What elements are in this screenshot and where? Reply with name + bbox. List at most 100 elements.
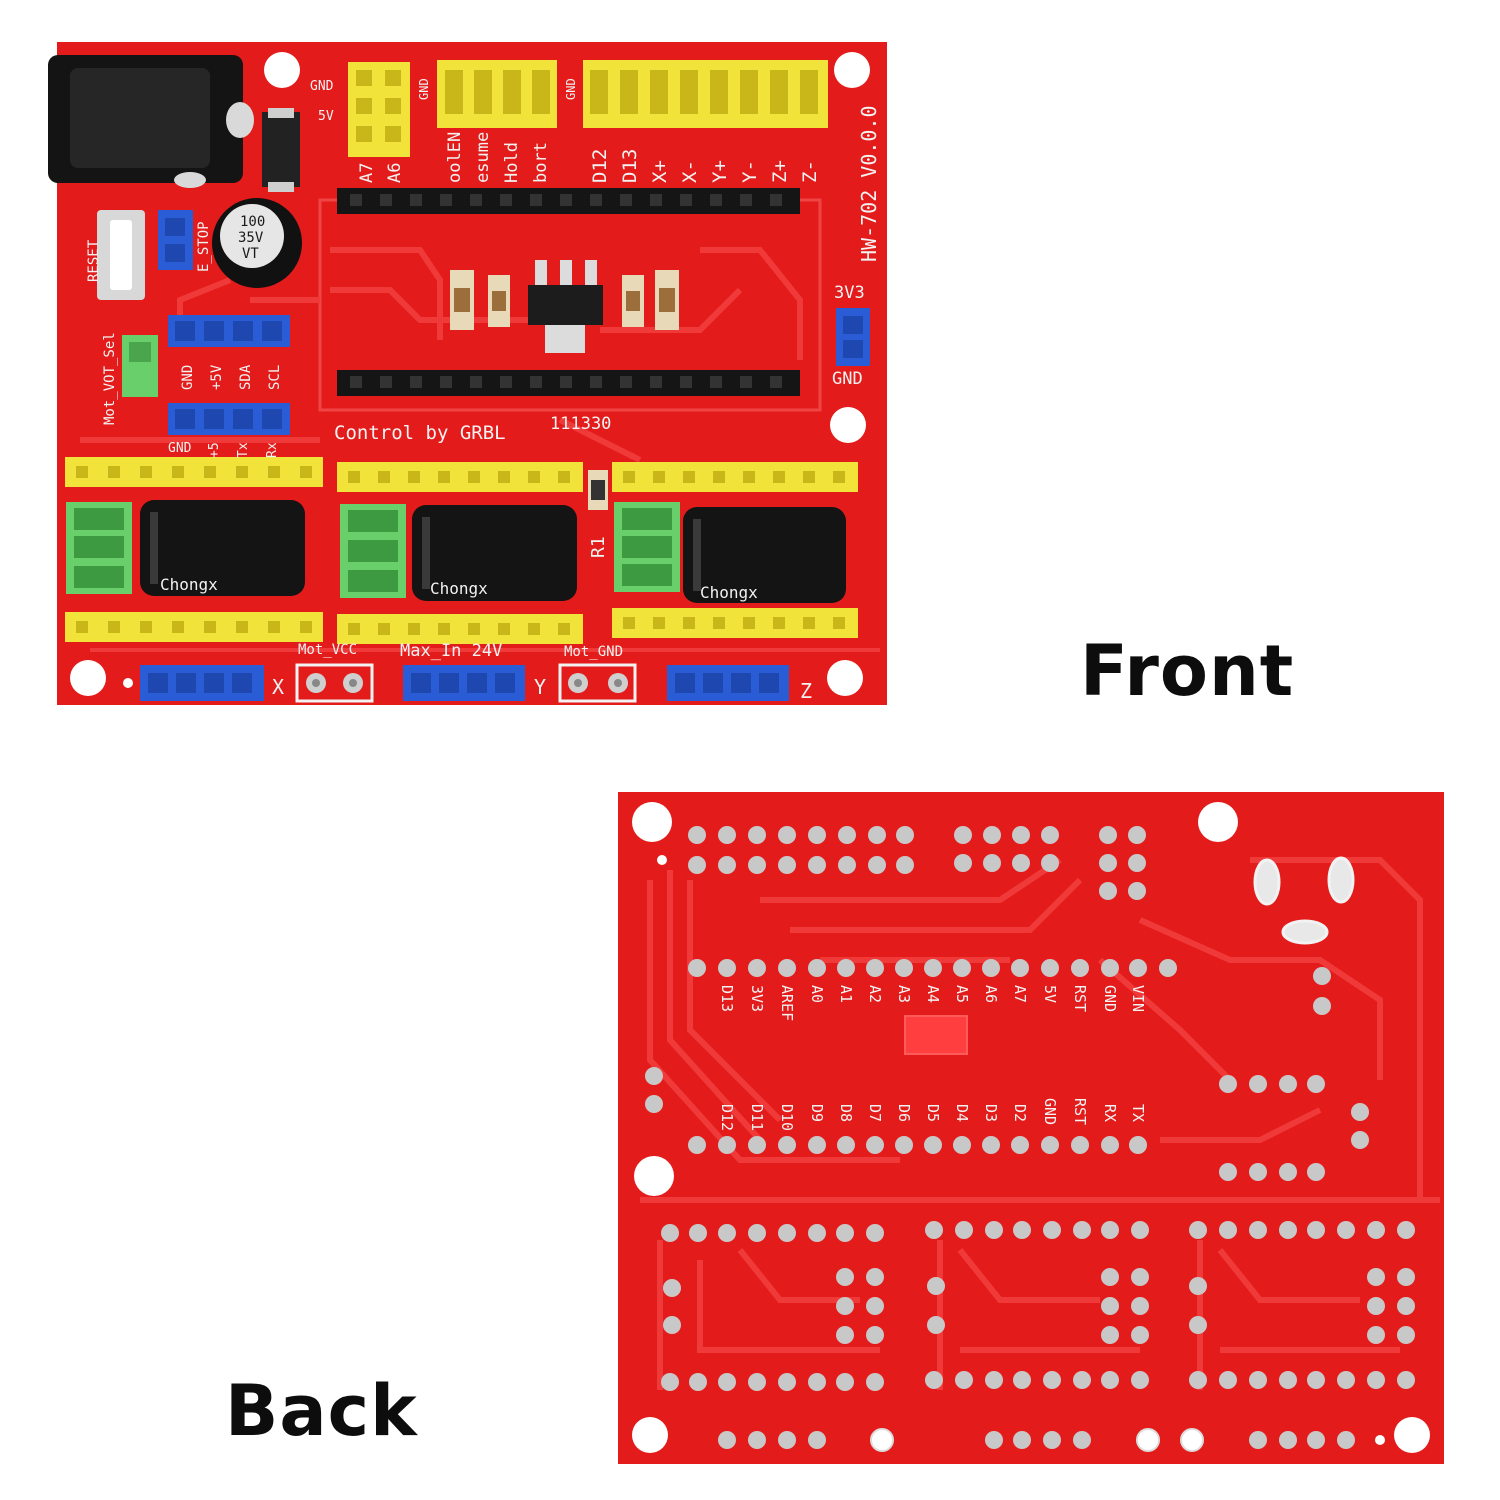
svg-text:3V3: 3V3: [748, 985, 766, 1012]
silk-3v3: 3V3: [834, 283, 865, 303]
svg-text:GND: GND: [1041, 1098, 1059, 1125]
back-traces: [640, 857, 1440, 1390]
silk-gnd-3: GND: [564, 78, 578, 100]
back-terminal-pads: [870, 1428, 1204, 1452]
front-mounting-holes: [70, 52, 870, 696]
silk-mot-sel: Mot_VOT_Sel: [102, 332, 118, 425]
svg-text:D12: D12: [589, 149, 611, 183]
svg-text:D12: D12: [718, 1104, 736, 1131]
svg-text:bort: bort: [531, 142, 551, 183]
svg-text:VIN: VIN: [1129, 985, 1147, 1012]
board-model: HW-702 V0.0.0: [857, 105, 881, 262]
svg-text:D3: D3: [982, 1104, 1000, 1122]
svg-text:GND: GND: [168, 441, 192, 456]
silk-r1: R1: [588, 536, 609, 558]
svg-text:Hold: Hold: [502, 142, 522, 183]
cap-brand-z: Chongx: [700, 583, 758, 602]
svg-text:D11: D11: [748, 1104, 766, 1131]
silk-axis-z: Z: [800, 679, 812, 703]
svg-text:GND: GND: [180, 365, 196, 390]
smd-capacitors: [450, 270, 679, 330]
silk-gnd-1: GND: [310, 79, 334, 94]
front-view-label: Front: [1080, 630, 1295, 712]
svg-text:D6: D6: [895, 1104, 913, 1122]
voltage-regulator: [528, 285, 603, 325]
svg-text:Tx: Tx: [236, 442, 251, 458]
power-terminals: [295, 663, 637, 703]
bulk-capacitors: [140, 500, 846, 603]
svg-text:AREF: AREF: [778, 985, 796, 1021]
svg-text:D5: D5: [924, 1104, 942, 1122]
driver-socket-pins: [76, 466, 845, 635]
svg-text:D8: D8: [837, 1104, 855, 1122]
back-smd-pad: [904, 1015, 968, 1055]
svg-text:+5V: +5V: [209, 364, 225, 390]
svg-text:+5: +5: [207, 442, 222, 458]
svg-text:A5: A5: [953, 985, 971, 1003]
back-bottom-row-labels: D12 D11 D10 D9 D8 D7 D6 D5 D4 D3 D2 GND …: [718, 1098, 1147, 1131]
back-mounting-holes: [632, 802, 1430, 1453]
svg-text:5V: 5V: [1041, 985, 1059, 1003]
i2c-labels: GND +5V SDA SCL: [180, 364, 283, 390]
svg-text:A7: A7: [1011, 985, 1029, 1003]
silk-axis-y: Y: [534, 675, 546, 699]
diode: [262, 112, 300, 187]
silk-control-by: Control by GRBL: [334, 422, 506, 444]
top-pin-labels: A7 A6 oolEN esume Hold bort D12 D13 X+ X…: [357, 132, 821, 183]
svg-text:Z-: Z-: [799, 160, 821, 183]
cap-series-label: VT: [242, 246, 259, 262]
cap-brand-x: Chongx: [160, 575, 218, 594]
header-axis-limits: [583, 60, 828, 128]
silk-axis-x: X: [272, 675, 284, 699]
solder-pads: [645, 826, 1415, 1449]
svg-text:Y-: Y-: [739, 160, 761, 183]
cap-value-label: 100: [240, 214, 265, 230]
silk-5v: 5V: [318, 109, 334, 124]
svg-text:A3: A3: [895, 985, 913, 1003]
svg-text:GND: GND: [1101, 985, 1119, 1012]
svg-text:oolEN: oolEN: [445, 132, 465, 183]
svg-text:SCL: SCL: [267, 365, 283, 390]
silk-gnd-2: GND: [417, 78, 431, 100]
svg-text:esume: esume: [473, 132, 493, 183]
cap-voltage-label: 35V: [238, 230, 264, 246]
svg-text:TX: TX: [1129, 1104, 1147, 1122]
svg-text:A2: A2: [866, 985, 884, 1003]
uart-labels: GND +5 Tx Rx: [168, 441, 280, 458]
svg-text:D2: D2: [1011, 1104, 1029, 1122]
svg-text:X+: X+: [649, 160, 671, 183]
svg-text:A4: A4: [924, 985, 942, 1003]
svg-text:Y+: Y+: [709, 160, 731, 183]
silk-reset: RESET: [86, 239, 102, 282]
svg-text:A7: A7: [357, 163, 377, 183]
silk-mot-vcc: Mot_VCC: [298, 642, 357, 658]
svg-text:RST: RST: [1071, 1098, 1089, 1125]
svg-text:A0: A0: [808, 985, 826, 1003]
dc-jack-slots: [1253, 856, 1355, 945]
back-view-label: Back: [225, 1370, 418, 1452]
silk-code: 111330: [550, 414, 611, 434]
svg-text:RX: RX: [1101, 1104, 1119, 1122]
svg-text:D7: D7: [866, 1104, 884, 1122]
silk-mot-gnd: Mot_GND: [564, 644, 623, 660]
svg-text:A6: A6: [982, 985, 1000, 1003]
svg-text:A6: A6: [385, 163, 405, 183]
svg-text:A1: A1: [837, 985, 855, 1003]
back-top-row-labels: D13 3V3 AREF A0 A1 A2 A3 A4 A5 A6 A7 5V …: [718, 985, 1147, 1021]
svg-text:RST: RST: [1071, 985, 1089, 1012]
svg-text:D13: D13: [718, 985, 736, 1012]
silk-gnd-4: GND: [832, 369, 863, 389]
svg-text:X-: X-: [679, 160, 701, 183]
back-board: D13 3V3 AREF A0 A1 A2 A3 A4 A5 A6 A7 5V …: [618, 792, 1444, 1464]
silk-estop: E_STOP: [196, 221, 212, 272]
cap-brand-y: Chongx: [430, 579, 488, 598]
svg-text:Rx: Rx: [265, 442, 280, 458]
back-pcb: [618, 792, 1444, 1464]
silk-max-in: Max_In 24V: [400, 641, 502, 661]
svg-text:D9: D9: [808, 1104, 826, 1122]
svg-text:D10: D10: [778, 1104, 796, 1131]
svg-text:D4: D4: [953, 1104, 971, 1122]
front-board: 100 35V VT: [48, 42, 887, 705]
